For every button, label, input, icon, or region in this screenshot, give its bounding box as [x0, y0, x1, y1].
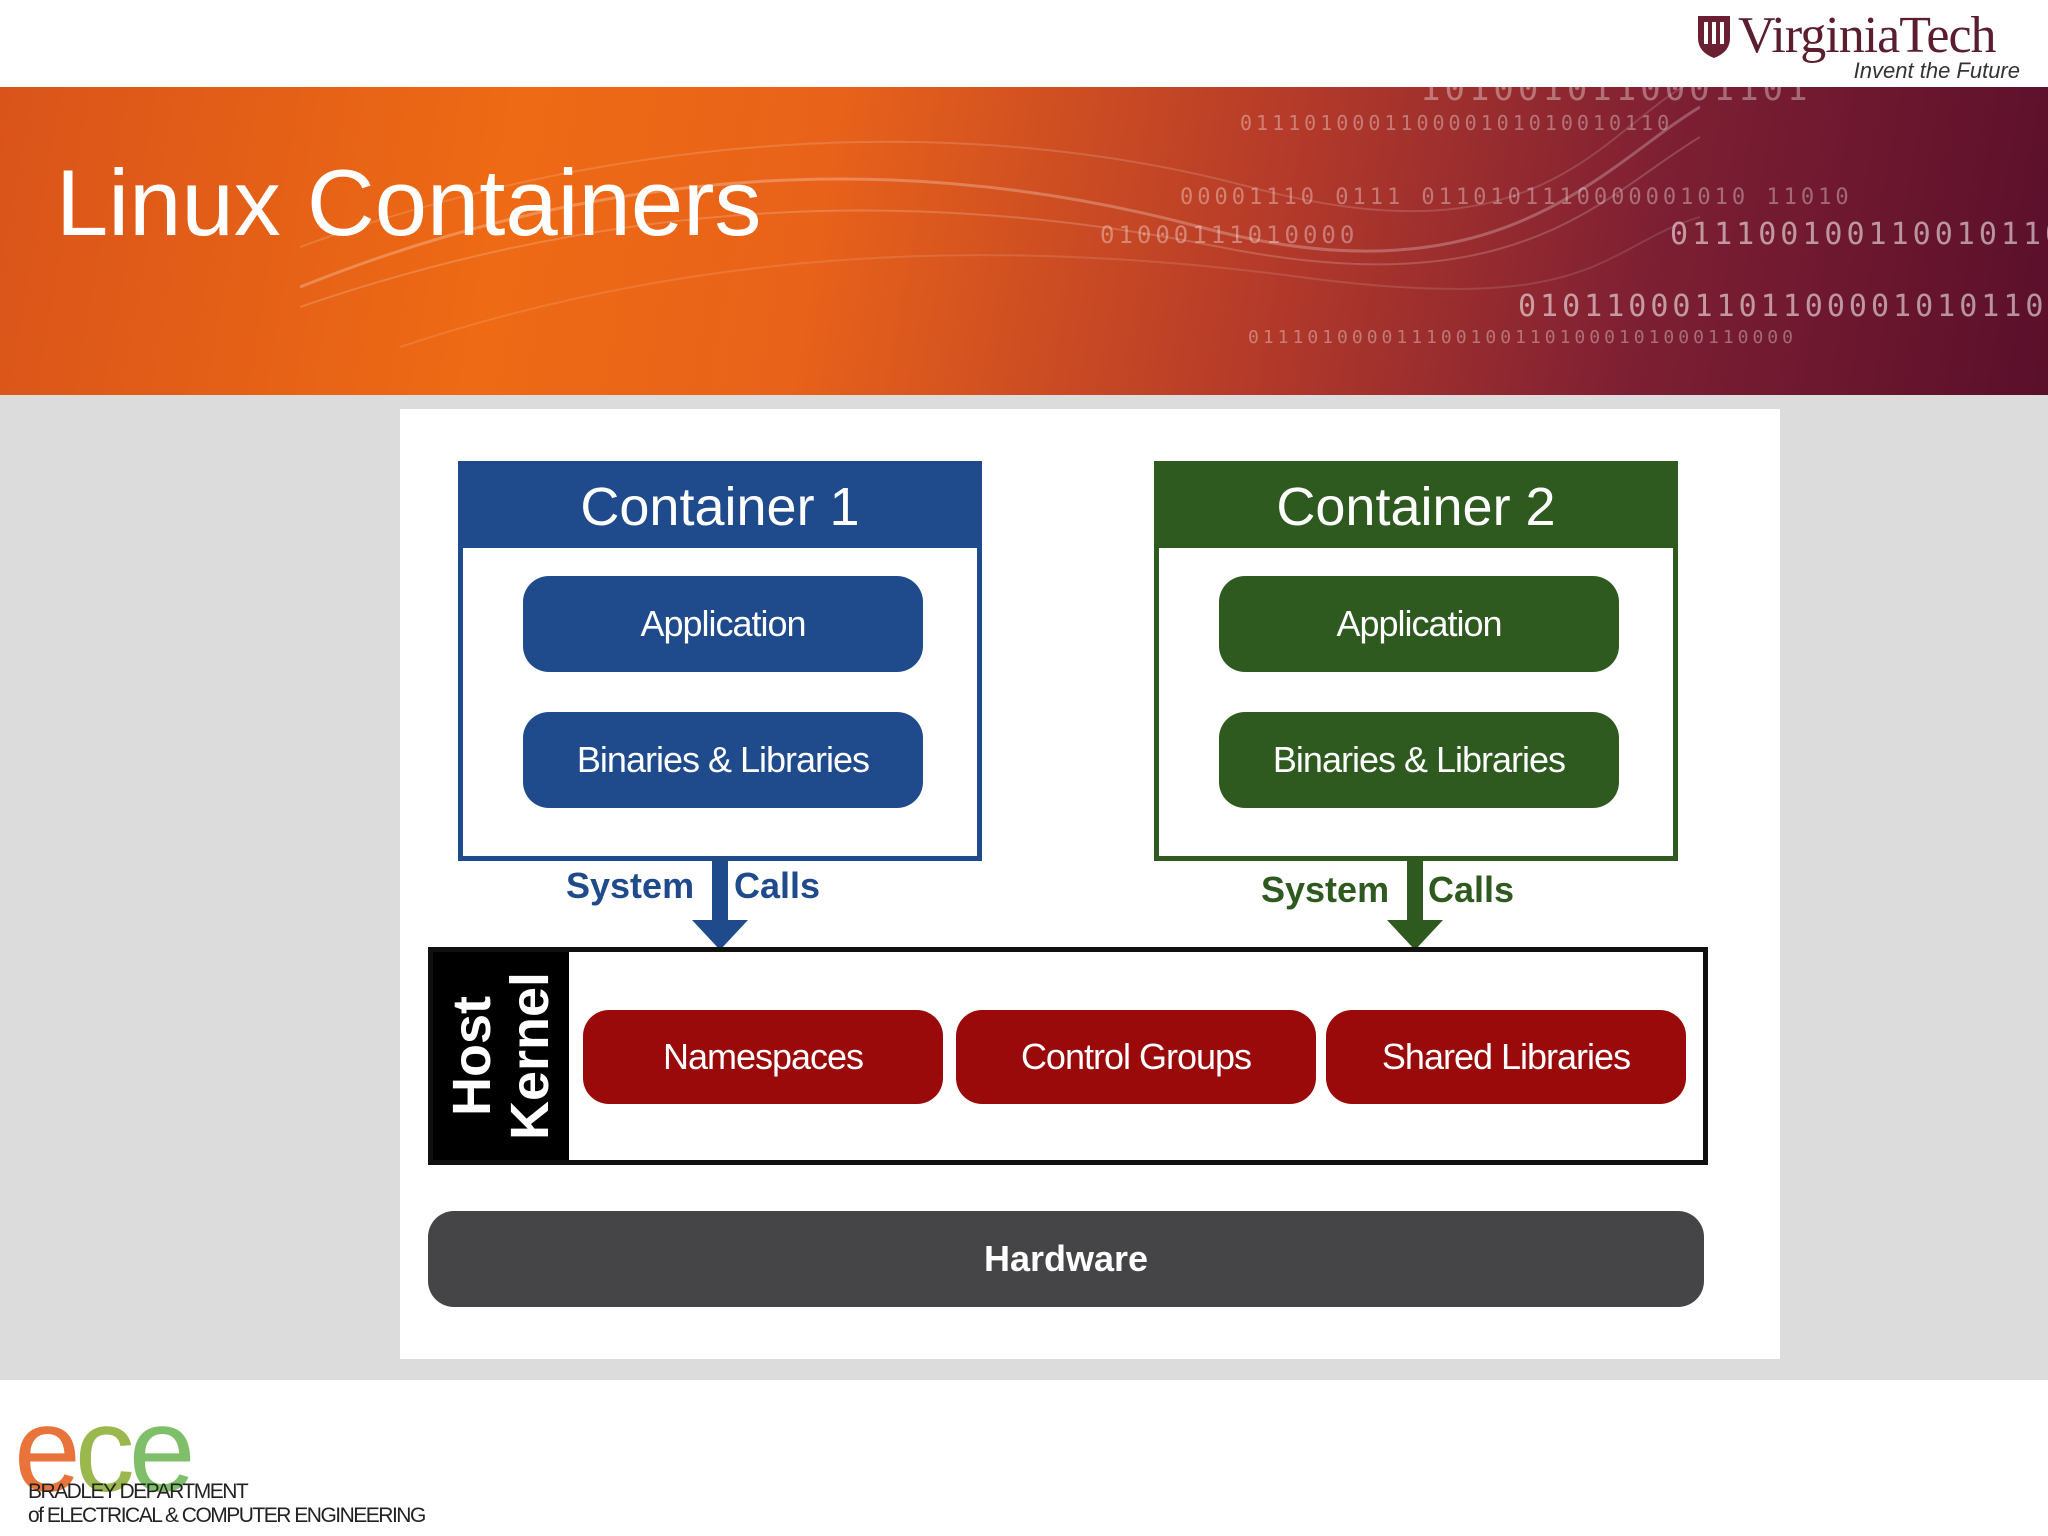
logo-wordmark: VirginiaTech: [1738, 7, 1997, 64]
content-area: Container 1 Application Binaries & Libra…: [0, 395, 2048, 1380]
binary-text-1: 1010010110001101: [1420, 87, 1812, 109]
ece-logo-c: c: [74, 1383, 135, 1517]
decorative-swoosh: [300, 87, 1700, 348]
kernel-shared-libraries: Shared Libraries: [1326, 1010, 1686, 1104]
logo-tagline: Invent the Future: [1853, 58, 2020, 83]
container-1-box: Container 1 Application Binaries & Libra…: [458, 461, 982, 861]
container-2-box: Container 2 Application Binaries & Libra…: [1154, 461, 1678, 861]
binary-text-5: 011100100110010110: [1670, 217, 2048, 252]
virginia-tech-logo: VirginiaTech Invent the Future: [1696, 6, 2026, 83]
binary-text-6: 01011000110110000101011000: [1518, 289, 2048, 324]
page-title: Linux Containers: [56, 150, 762, 255]
ece-logo: ece: [14, 1390, 195, 1510]
container-2-binaries: Binaries & Libraries: [1219, 712, 1619, 808]
shield-icon: [1698, 16, 1730, 58]
ece-logo-e2: e: [128, 1383, 196, 1517]
top-bar: VirginiaTech Invent the Future: [0, 0, 2048, 87]
container-2-application: Application: [1219, 576, 1619, 672]
container-1-application: Application: [523, 576, 923, 672]
host-kernel-label-line2: Kernel: [500, 971, 560, 1141]
footer: ece BRADLEY DEPARTMENT of ELECTRICAL & C…: [0, 1380, 2048, 1536]
department-line-1: BRADLEY DEPARTMENT: [28, 1480, 249, 1503]
host-kernel-label: Host Kernel: [433, 952, 569, 1160]
department-line-2: of ELECTRICAL & COMPUTER ENGINEERING: [28, 1504, 426, 1527]
hardware-bar: Hardware: [428, 1211, 1704, 1307]
host-kernel-box: Host Kernel Namespaces Control Groups Sh…: [428, 947, 1708, 1165]
department-name: BRADLEY DEPARTMENT of ELECTRICAL & COMPU…: [28, 1480, 426, 1528]
container-1-system-label: System: [566, 865, 695, 906]
host-kernel-label-line1: Host: [442, 996, 502, 1117]
container-1-calls-label: Calls: [734, 865, 821, 906]
binary-text-4: 01000111010000: [1100, 221, 1359, 249]
kernel-namespaces: Namespaces: [583, 1010, 943, 1104]
container-2-title: Container 2: [1159, 466, 1673, 548]
ece-logo-e1: e: [14, 1383, 81, 1517]
container-1-title: Container 1: [463, 466, 977, 548]
container-2-system-label: System: [1261, 869, 1390, 910]
title-banner: 1010010110001101 01110100011000010101001…: [0, 87, 2048, 395]
binary-text-2: 011101000110000101010010110: [1240, 111, 1674, 135]
binary-text-7: 0111010000111001001101000101000110000: [1248, 327, 1797, 348]
diagram-panel: Container 1 Application Binaries & Libra…: [400, 409, 1780, 1359]
binary-text-3: 00001110 0111 0110101110000001010 11010: [1180, 185, 1853, 210]
kernel-control-groups: Control Groups: [956, 1010, 1316, 1104]
container-1-binaries: Binaries & Libraries: [523, 712, 923, 808]
container-1-syscall-arrow: [692, 856, 748, 950]
container-2-calls-label: Calls: [1428, 869, 1515, 910]
container-2-syscall-arrow: [1387, 856, 1443, 950]
